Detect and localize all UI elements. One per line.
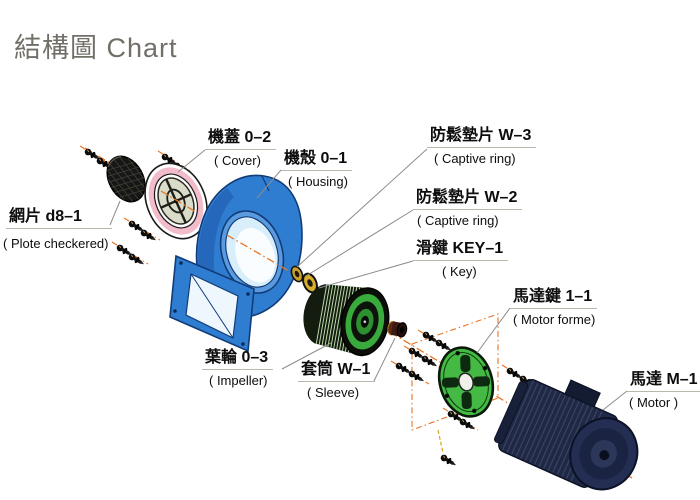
housing-part xyxy=(169,174,303,353)
screw-drop-line xyxy=(437,429,444,454)
label-captive-ring-w2: 防鬆墊片 W–2 ( Captive ring) xyxy=(413,189,523,228)
axis-overlay-segments xyxy=(160,190,290,272)
label-cover-en: ( Cover) xyxy=(214,153,261,168)
label-motor-plate-zh: 馬達鍵 1–1 xyxy=(510,288,598,309)
label-captive-ring-w2-zh: 防鬆墊片 W–2 xyxy=(413,189,523,210)
page-title: 結構圖 Chart xyxy=(14,33,178,63)
cover-ring-part xyxy=(144,162,208,240)
captive-ring-w2-part xyxy=(302,272,318,294)
motor-part xyxy=(494,379,639,491)
motor-plate-part xyxy=(437,346,495,418)
label-motor-plate: 馬達鍵 1–1 ( Motor forme) xyxy=(510,288,598,327)
label-housing-zh: 機殼 0–1 xyxy=(281,150,353,171)
label-captive-ring-w3-en: ( Captive ring) xyxy=(434,151,516,166)
leader-lines xyxy=(109,148,628,411)
label-impeller-en: ( Impeller) xyxy=(209,373,268,388)
label-mesh-plate: 網片 d8–1 ( Plote checkered) xyxy=(3,208,112,251)
label-impeller-zh: 葉輪 0–3 xyxy=(202,349,274,370)
label-mesh-plate-zh: 網片 d8–1 xyxy=(6,208,112,229)
label-captive-ring-w3-zh: 防鬆墊片 W–3 xyxy=(427,127,537,148)
mesh-plate-part xyxy=(99,151,153,207)
label-impeller: 葉輪 0–3 ( Impeller) xyxy=(202,349,274,388)
label-motor-en: ( Motor ) xyxy=(629,395,679,410)
label-sleeve-zh: 套筒 W–1 xyxy=(298,361,376,382)
label-key: 滑鍵 KEY–1 ( Key) xyxy=(413,240,509,279)
label-sleeve-en: ( Sleeve) xyxy=(307,385,360,400)
label-key-en: ( Key) xyxy=(442,264,477,279)
label-captive-ring-w2-en: ( Captive ring) xyxy=(417,213,499,228)
label-cover-zh: 機蓋 0–2 xyxy=(205,129,277,150)
impeller-part xyxy=(303,278,390,357)
label-housing-en: ( Housing) xyxy=(288,174,348,189)
label-motor: 馬達 M–1 ( Motor ) xyxy=(627,371,700,410)
label-captive-ring-w3: 防鬆墊片 W–3 ( Captive ring) xyxy=(427,127,537,166)
label-cover: 機蓋 0–2 ( Cover) xyxy=(205,129,277,168)
label-key-zh: 滑鍵 KEY–1 xyxy=(413,240,509,261)
label-sleeve: 套筒 W–1 ( Sleeve) xyxy=(298,361,376,400)
label-motor-plate-en: ( Motor forme) xyxy=(513,312,596,327)
label-motor-zh: 馬達 M–1 xyxy=(627,371,700,392)
sleeve-part xyxy=(387,320,408,338)
label-housing: 機殼 0–1 ( Housing) xyxy=(281,150,353,189)
label-mesh-plate-en: ( Plote checkered) xyxy=(3,236,109,251)
captive-ring-w3-part xyxy=(290,265,304,283)
